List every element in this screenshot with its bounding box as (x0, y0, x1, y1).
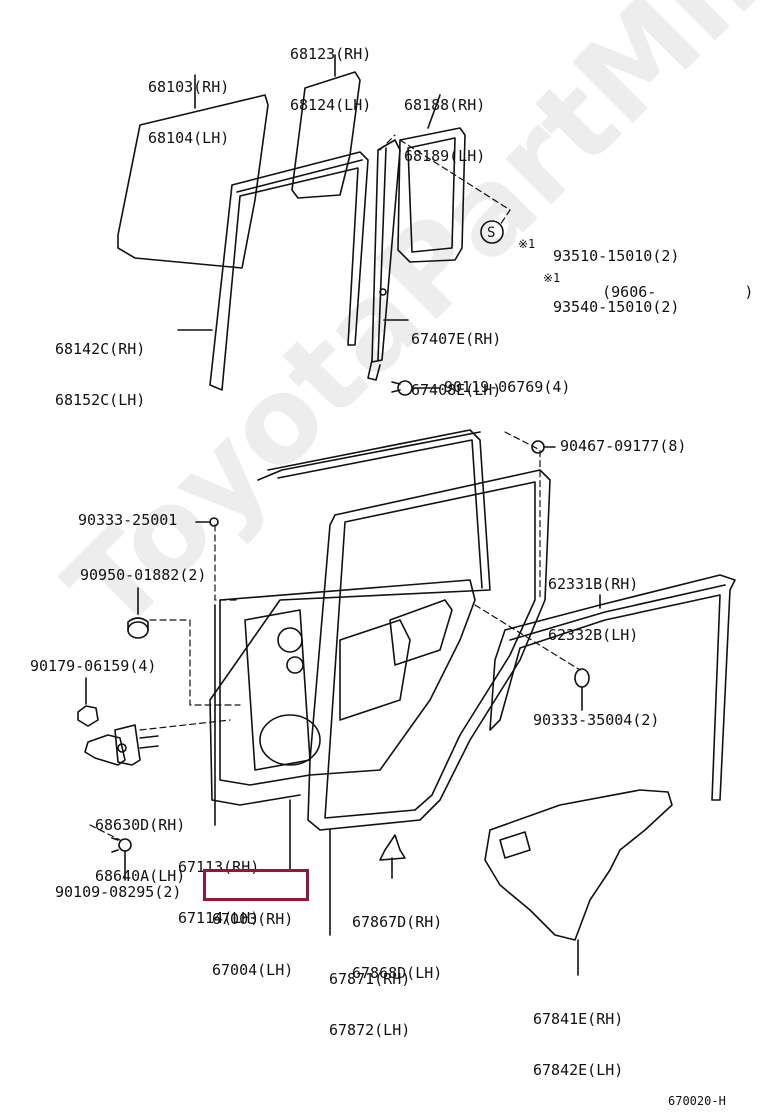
label-67407: 67407E(RH) 67408E(LH) (411, 330, 502, 399)
note-mark-1: ※1 (518, 237, 536, 251)
label-62331: 62331B(RH) 62332B(LH) (548, 575, 639, 644)
label-67003: 67003(RH) 67004(LH) (212, 910, 294, 979)
screw-90467-icon (531, 440, 556, 454)
diagram-code: 670020-H (668, 1094, 726, 1108)
fixed-glass-68188 (397, 94, 466, 263)
label-90333-35004: 90333-35004(2) (533, 711, 660, 729)
door-weatherstrip-67871 (307, 469, 551, 936)
label-67841: 67841E(RH) 67842E(LH) (533, 1010, 624, 1079)
label-68142: 68142C(RH) 68152C(LH) (55, 340, 146, 409)
door-frame-weatherstrip (209, 429, 491, 806)
clip-90333-25001-icon (209, 517, 219, 527)
screw-s-mark (480, 220, 504, 244)
door-inner-panel (219, 579, 476, 786)
nut-90179-icon (77, 677, 99, 727)
label-90950: 90950-01882(2) (80, 566, 207, 584)
window-glass-68123 (291, 54, 361, 199)
s-circle-mark: S (487, 225, 496, 241)
division-bar-67407 (367, 139, 409, 381)
label-68630: 68630D(RH) 68640A(LH) (95, 816, 186, 885)
label-67871: 67871(RH) 67872(LH) (329, 970, 411, 1039)
label-68123: 68123(RH) 68124(LH) (290, 45, 372, 114)
label-90119: 90119-06769(4) (444, 378, 571, 396)
run-channel-68142 (177, 151, 369, 391)
hinge-68630-icon (84, 724, 159, 766)
note-mark-2: ※1 (543, 271, 561, 285)
service-hole-cover-67841 (484, 789, 673, 976)
label-90467: 90467-09177(8) (560, 437, 687, 455)
quarter-glass-68103 (117, 74, 269, 269)
bolt-90119-icon (391, 380, 441, 396)
label-90109: 90109-08295(2) (55, 883, 182, 901)
label-90179: 90179-06159(4) (30, 657, 157, 675)
label-9606: (9606-) (602, 283, 754, 301)
clip-67867-icon (379, 834, 406, 879)
label-93510: 93510-15010(2) 93540-15010(2) (553, 247, 680, 316)
label-90333-25001: 90333-25001 (78, 511, 178, 529)
clip-90333-35004-icon (574, 668, 590, 688)
label-68188: 68188(RH) 68189(LH) (404, 96, 486, 165)
label-68103: 68103(RH) 68104(LH) (148, 78, 230, 147)
bolt-90109-icon (111, 837, 132, 881)
weatherstrip-62331 (489, 574, 736, 801)
plug-90950-icon (127, 587, 149, 639)
selected-part-highlight (203, 869, 309, 901)
label-67867: 67867D(RH) 67868D(LH) (352, 913, 443, 982)
